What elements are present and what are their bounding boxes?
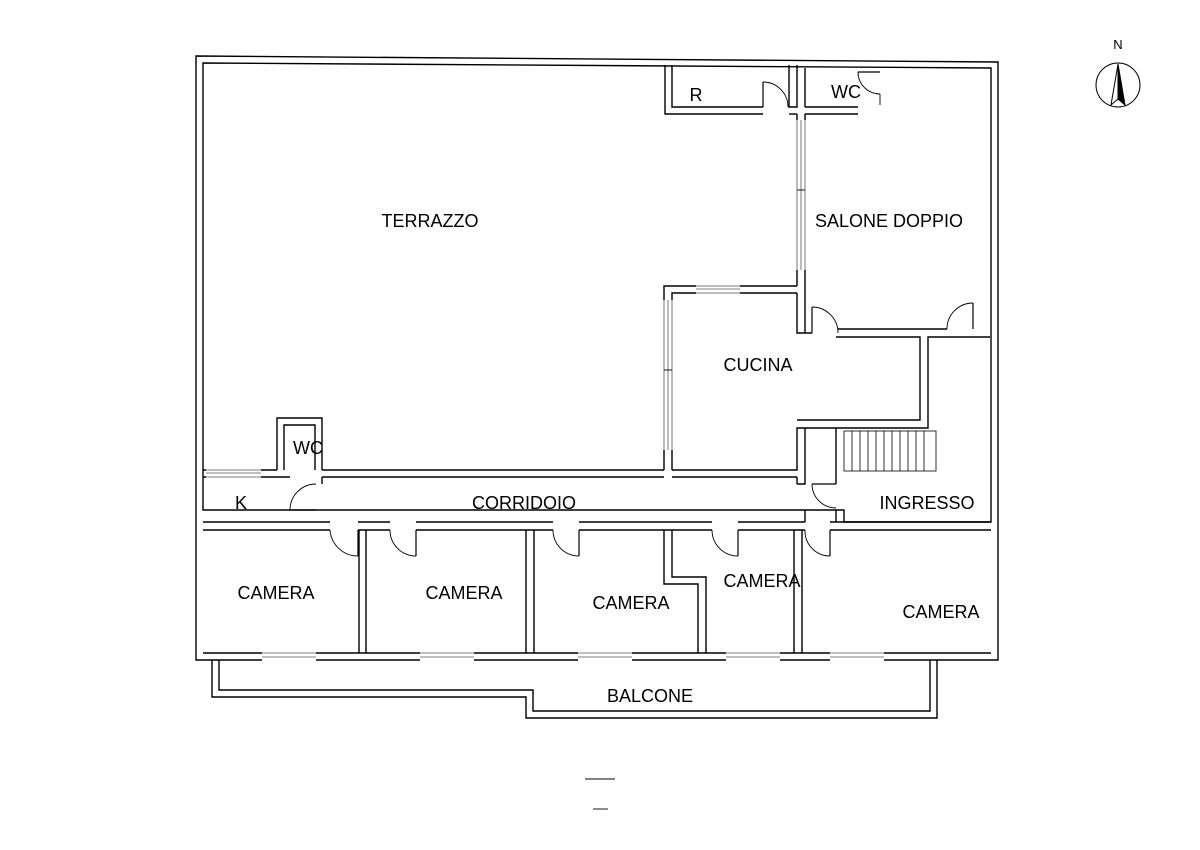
- door-camera-5: [804, 529, 831, 557]
- room-label-ripostiglio: R: [690, 85, 703, 105]
- door-camera-3: [552, 529, 580, 557]
- door-camera-2: [389, 529, 417, 557]
- kitchen-walls: [663, 285, 990, 471]
- windows: [206, 120, 884, 662]
- staircase: [843, 430, 937, 472]
- room-label-camera-3: CAMERA: [592, 593, 669, 613]
- room-label-corridoio: CORRIDOIO: [472, 493, 576, 513]
- door-cucina: [811, 306, 839, 334]
- room-label-cucina: CUCINA: [723, 355, 792, 375]
- room-label-k: K: [235, 493, 247, 513]
- outer-walls: [195, 55, 999, 661]
- balcony-outline: [211, 660, 938, 719]
- room-label-camera-5: CAMERA: [902, 602, 979, 622]
- door-r: [762, 81, 789, 108]
- room-label-wc-top: WC: [831, 82, 861, 102]
- room-label-camera-4: CAMERA: [723, 571, 800, 591]
- scale-marks: [585, 778, 615, 810]
- north-compass: N: [1095, 37, 1141, 108]
- room-label-wc-small: WC: [293, 438, 323, 458]
- room-label-camera-1: CAMERA: [237, 583, 314, 603]
- room-label-salone: SALONE DOPPIO: [815, 211, 963, 231]
- door-ingresso: [811, 483, 837, 509]
- door-camera-1: [329, 529, 359, 557]
- doors: [289, 71, 974, 557]
- room-label-balcone: BALCONE: [607, 686, 693, 706]
- ingresso-walls: [797, 428, 837, 522]
- room-label-terrazzo: TERRAZZO: [382, 211, 479, 231]
- north-label: N: [1113, 37, 1122, 52]
- room-label-camera-2: CAMERA: [425, 583, 502, 603]
- wc-small-walls: [203, 417, 798, 484]
- door-salone: [946, 302, 974, 330]
- door-wc-top: [857, 71, 881, 105]
- door-wc-small: [289, 483, 317, 511]
- room-labels: TERRAZZO R WC SALONE DOPPIO CUCINA WC K …: [235, 82, 980, 706]
- north-arrow-icon: [1095, 62, 1141, 108]
- storage-walls: [664, 65, 798, 115]
- room-label-ingresso: INGRESSO: [879, 493, 974, 513]
- door-camera-4: [711, 529, 739, 557]
- bedroom-walls: [203, 521, 991, 654]
